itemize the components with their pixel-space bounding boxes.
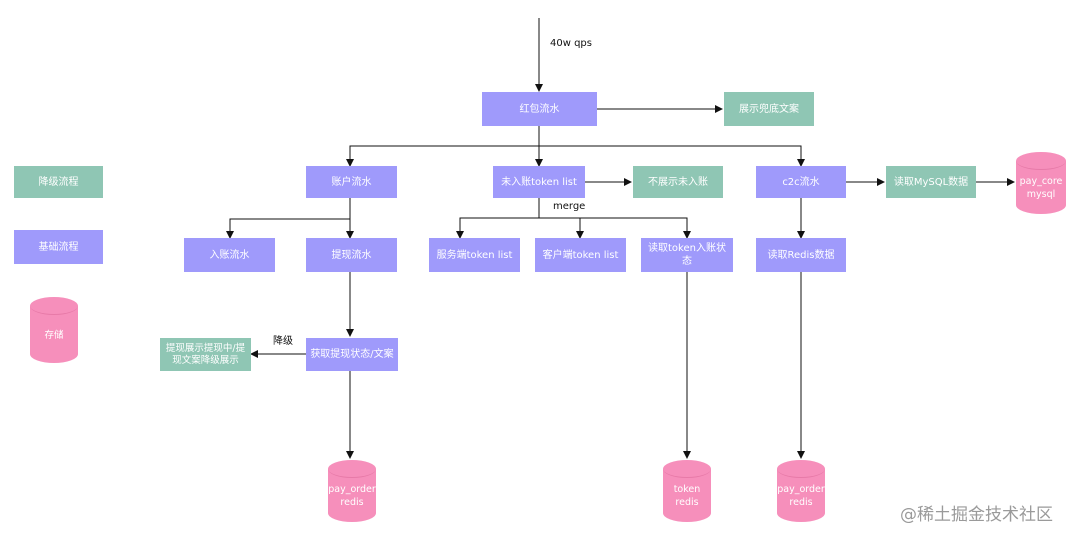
node-hide-unposted: 不展示未入账 <box>633 166 723 198</box>
merge-label: merge <box>553 201 586 212</box>
node-withdraw-degrade: 提现展示提现中/提现文案降级展示 <box>160 338 251 371</box>
degrade-label: 降级 <box>273 336 293 347</box>
legend-base-flow: 基础流程 <box>14 230 103 264</box>
node-unposted-token-list: 未入账token list <box>493 166 585 198</box>
node-client-token-list: 客户端token list <box>535 238 626 272</box>
node-account-flow: 账户流水 <box>306 166 397 198</box>
node-read-mysql: 读取MySQL数据 <box>886 166 976 198</box>
storage-pay-order-redis-1: pay_order redis <box>328 460 376 522</box>
node-c2c-flow: c2c流水 <box>756 166 846 198</box>
node-server-token-list: 服务端token list <box>429 238 520 272</box>
node-read-redis: 读取Redis数据 <box>756 238 846 272</box>
qps-label: 40w qps <box>550 38 592 49</box>
storage-pay-order-redis-2: pay_order redis <box>777 460 825 522</box>
storage-token-redis: token redis <box>663 460 711 522</box>
node-income-flow: 入账流水 <box>184 238 275 272</box>
node-hongbao-flow: 红包流水 <box>482 92 597 126</box>
node-read-token-status: 读取token入账状态 <box>641 238 733 272</box>
node-fallback-text: 展示兜底文案 <box>724 92 814 126</box>
node-get-withdraw-status: 获取提现状态/文案 <box>306 338 398 371</box>
legend-degrade-flow: 降级流程 <box>14 166 103 198</box>
legend-storage: 存储 <box>30 297 78 363</box>
node-withdraw-flow: 提现流水 <box>306 238 397 272</box>
watermark: @稀土掘金技术社区 <box>900 505 1053 525</box>
storage-pay-core-mysql: pay_core mysql <box>1016 152 1066 214</box>
